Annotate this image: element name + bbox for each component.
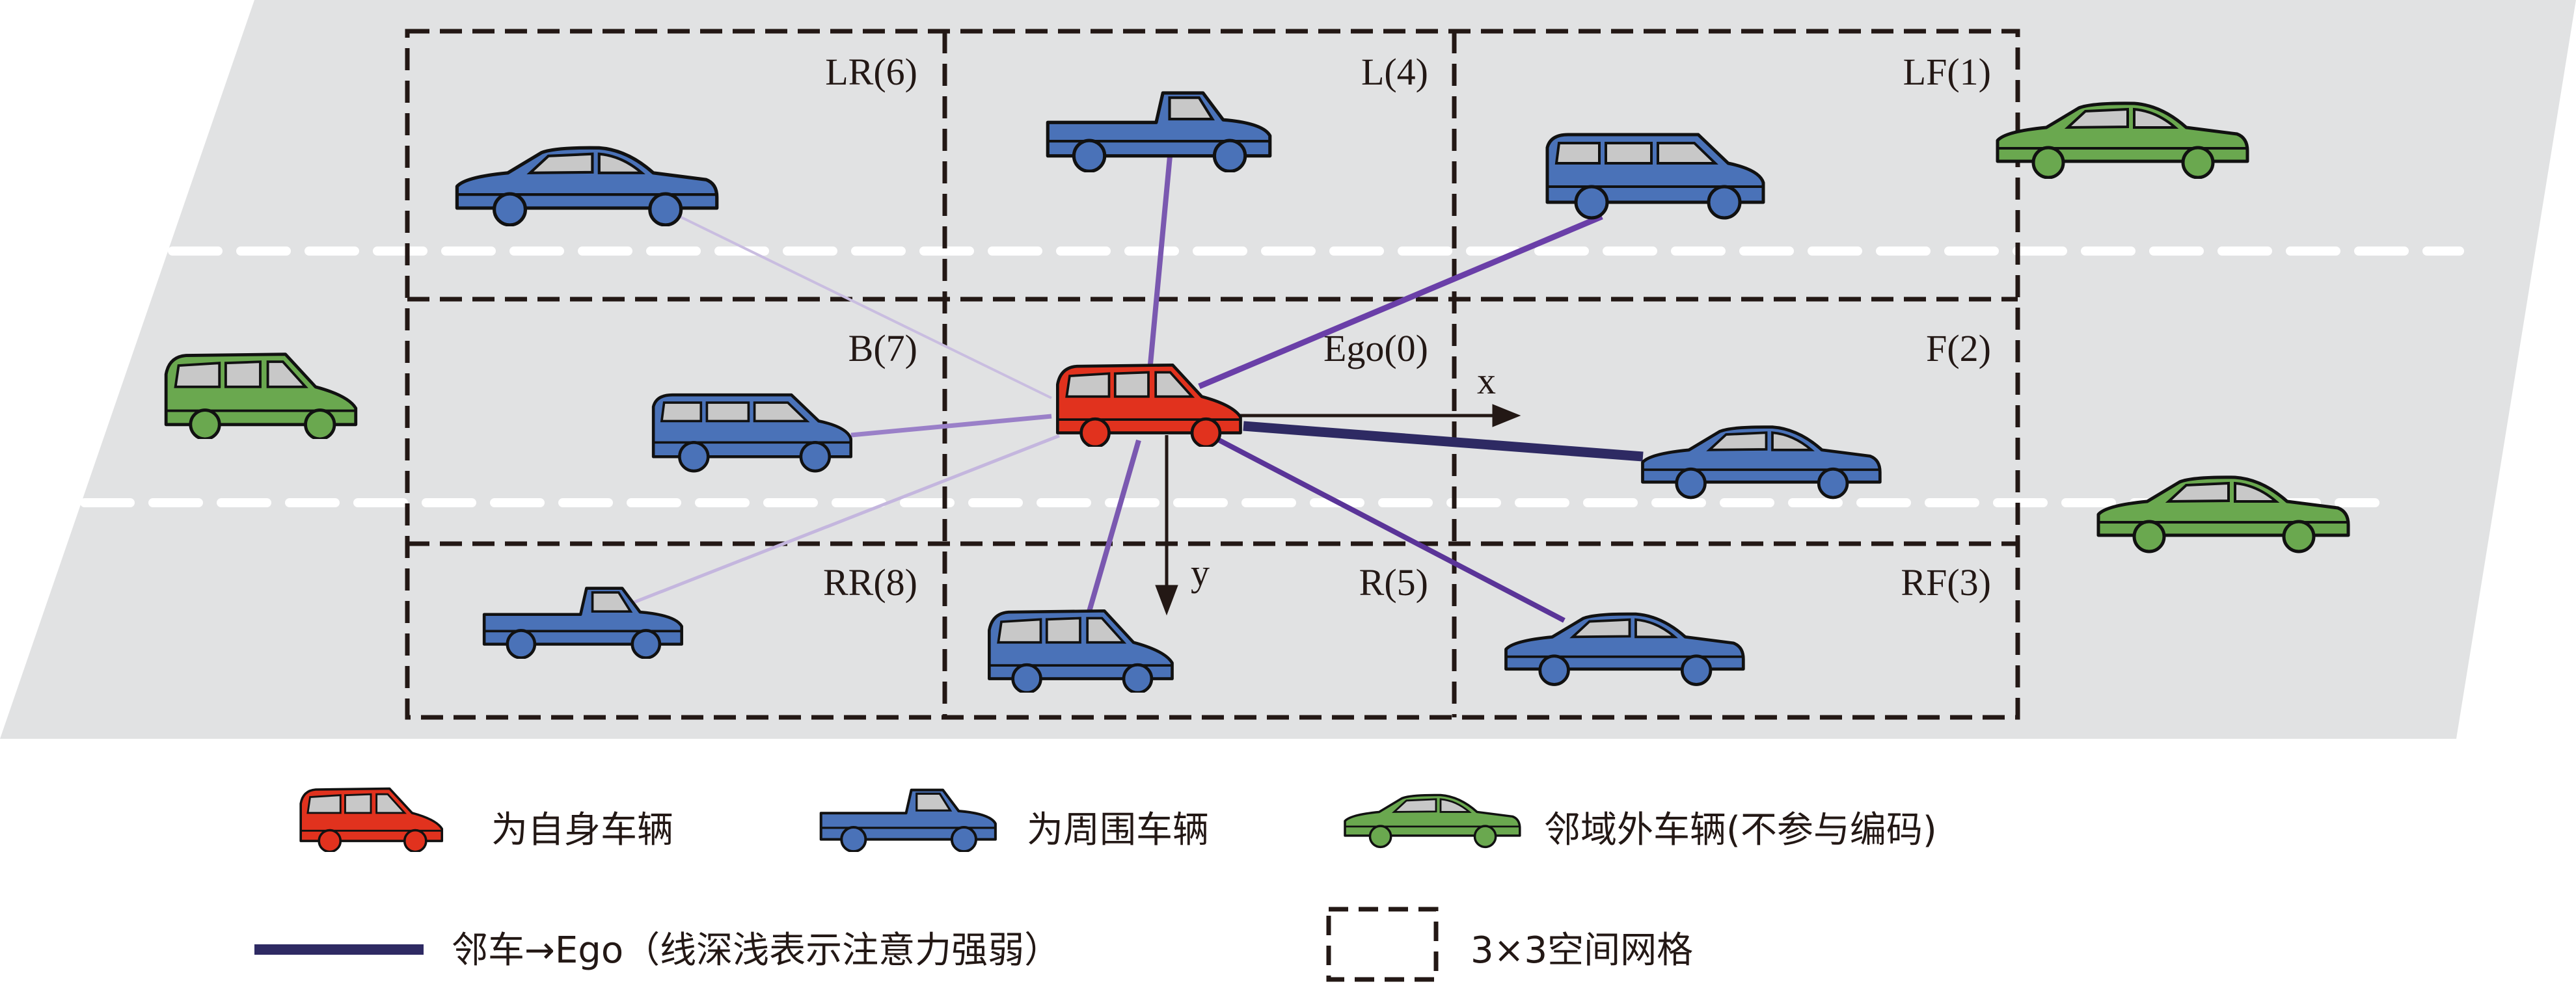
- legend-outside-icon: [1344, 793, 1521, 849]
- legend-ego-icon: [299, 787, 444, 852]
- legend-surrounding-icon: [821, 790, 996, 852]
- cell-label-rf: RF(3): [1901, 561, 1991, 604]
- cell-label-rr: RR(8): [823, 561, 917, 604]
- spatial-grid-3x3: [405, 29, 2020, 720]
- attention-line-lr: [657, 204, 1052, 399]
- cell-label-b: B(7): [848, 327, 917, 369]
- y-axis-arrowhead: [1155, 585, 1178, 616]
- attention-line-b: [850, 414, 1052, 438]
- attention-line-f: [1243, 421, 1644, 462]
- cell-label-l: L(4): [1361, 51, 1428, 93]
- attention-line-lf: [1198, 213, 1603, 390]
- cell-label-f: F(2): [1926, 327, 1991, 369]
- legend-outside-label: 邻域外车辆(不参与编码): [1544, 809, 1937, 851]
- cell-label-lf: LF(1): [1903, 51, 1991, 93]
- legend-ego-label: 为自身车辆: [491, 809, 673, 851]
- attention-lines: [632, 155, 1644, 623]
- attention-line-l: [1148, 155, 1173, 365]
- x-axis-label: x: [1477, 360, 1496, 402]
- ego-axes: [1155, 404, 1521, 616]
- legend-grid-icon: [1326, 907, 1439, 982]
- cell-label-lr: LR(6): [825, 51, 917, 93]
- cell-label-ego: Ego(0): [1323, 327, 1428, 369]
- legend-attention-label: 邻车→Ego（线深浅表示注意力强弱）: [452, 929, 1061, 972]
- legend-surrounding-label: 为周围车辆: [1027, 809, 1209, 851]
- y-axis-label: y: [1191, 552, 1210, 594]
- legend-grid-label: 3×3空间网格: [1471, 929, 1693, 972]
- cell-label-r: R(5): [1359, 561, 1428, 604]
- x-axis-arrowhead: [1492, 404, 1521, 427]
- attention-line-rr: [632, 434, 1060, 605]
- attention-line-r: [1085, 439, 1141, 617]
- legend: 为自身车辆 为周围车辆 邻域外车辆(不参与编码) 邻车→Ego（线深浅表示注意力…: [254, 787, 1937, 982]
- attention-line-rf: [1218, 438, 1566, 623]
- road-surface: [0, 0, 2576, 739]
